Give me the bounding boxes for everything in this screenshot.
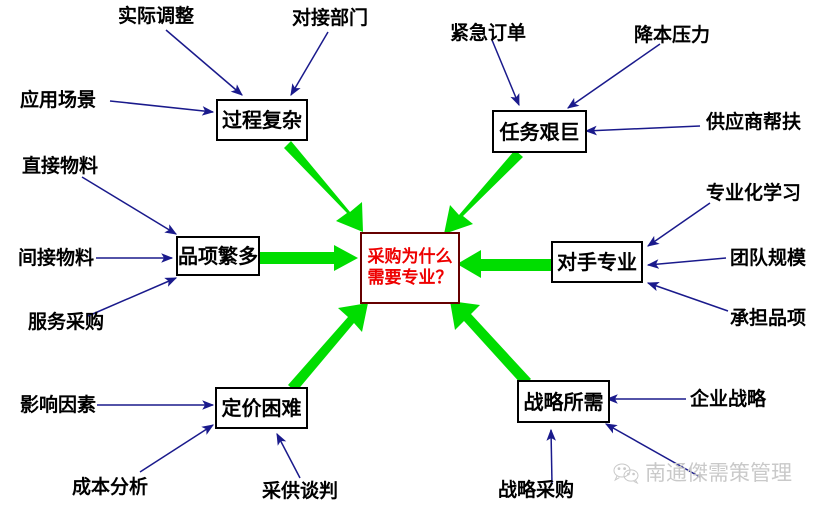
leaf-label-duijiebumen: 对接部门 bbox=[292, 7, 369, 29]
watermark-text: 南通傑需策管理 bbox=[645, 460, 792, 485]
leaf-label-chengbenfenxi: 成本分析 bbox=[72, 476, 149, 498]
node-guochengfuza[interactable]: 过程复杂 bbox=[216, 99, 308, 141]
node-zhanlvesuoxu[interactable]: 战略所需 bbox=[517, 380, 610, 423]
leaf-label-shijitiaozheng: 实际调整 bbox=[118, 5, 195, 27]
leaf-arrows-duishouzhuanye bbox=[646, 202, 729, 312]
leaf-arrows-pinxiangfanduo bbox=[81, 176, 178, 317]
leaf-label-zhuanyehuaxuexi: 专业化学习 bbox=[706, 182, 802, 204]
green-arrow-duishouzhuanye bbox=[457, 250, 551, 278]
leaf-label-caigongtanpan: 采供谈判 bbox=[262, 480, 339, 502]
watermark: 南通傑需策管理 bbox=[612, 462, 792, 484]
leaf-label-jinjidingdan: 紧急订单 bbox=[450, 22, 527, 44]
green-arrow-renwujianju bbox=[444, 150, 523, 234]
green-arrow-dingjiakunnan bbox=[288, 303, 368, 392]
leaf-label-yingyongchangjing: 应用场景 bbox=[20, 89, 97, 111]
wechat-logo-icon bbox=[612, 462, 640, 484]
leaf-label-jiangbenyali: 降本压力 bbox=[634, 24, 711, 46]
leaf-label-zhanlvecaigou: 战略采购 bbox=[498, 479, 575, 501]
node-renwujianju[interactable]: 任务艰巨 bbox=[492, 110, 587, 153]
leaf-label-qiyezhanlve: 企业战略 bbox=[690, 388, 767, 410]
center-node[interactable]: 采购为什么 需要专业？ bbox=[360, 232, 460, 304]
node-pinxiangfanduo[interactable]: 品项繁多 bbox=[176, 236, 260, 276]
green-arrow-pinxiangfanduo bbox=[258, 245, 358, 271]
leaf-label-jianjiewuliao: 间接物料 bbox=[18, 247, 95, 269]
green-arrow-guochengfuza bbox=[284, 141, 363, 232]
leaf-label-gongyingshangbangfu: 供应商帮扶 bbox=[706, 111, 802, 133]
green-arrow-zhanlvesuoxu bbox=[450, 301, 531, 386]
leaf-label-zhijiewuliao: 直接物料 bbox=[22, 155, 99, 177]
leaf-label-fuwucaigou: 服务采购 bbox=[28, 311, 105, 333]
leaf-label-chengdanpinxiang: 承担品项 bbox=[730, 307, 807, 329]
leaf-label-tuanduiguimo: 团队规模 bbox=[730, 247, 807, 269]
leaf-label-yingxiangyinsu: 影响因素 bbox=[20, 394, 97, 416]
node-dingjiakunnan[interactable]: 定价困难 bbox=[215, 387, 308, 429]
node-duishouzhuanye[interactable]: 对手专业 bbox=[551, 241, 643, 283]
